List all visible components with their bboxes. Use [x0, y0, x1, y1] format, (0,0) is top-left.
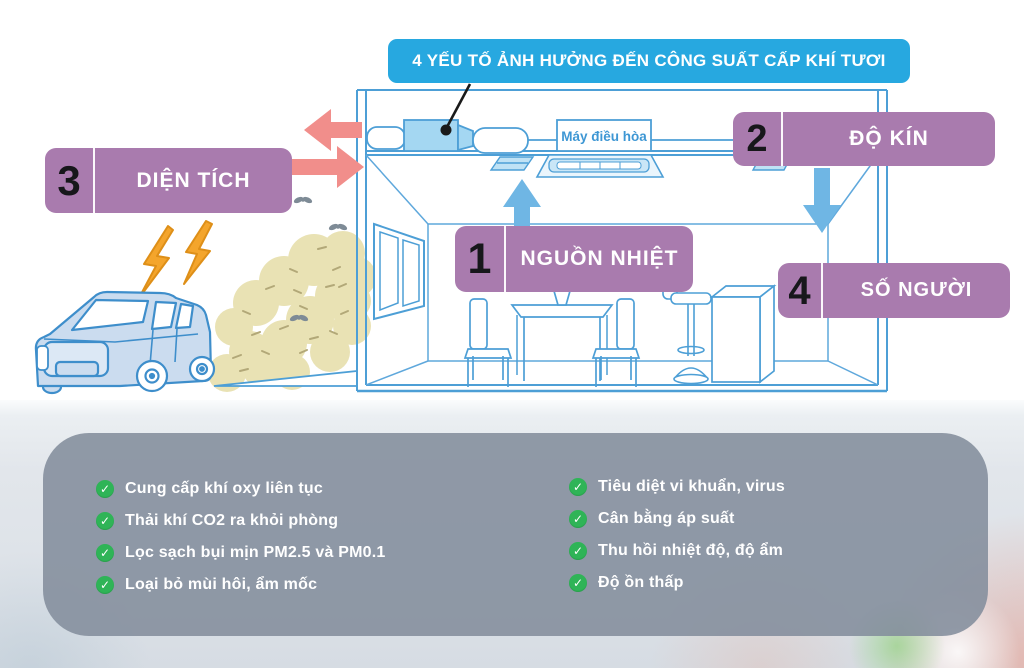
benefit-text: Cân bằng áp suất	[598, 510, 735, 527]
factor-label: ĐỘ KÍN	[849, 127, 929, 150]
check-icon: ✓	[569, 574, 587, 592]
benefit-item: ✓ Tiêu diệt vi khuẩn, virus	[569, 477, 785, 497]
factor-number: 2	[733, 112, 783, 166]
factor-area: 3 DIỆN TÍCH	[45, 148, 292, 213]
benefit-text: Cung cấp khí oxy liên tục	[125, 480, 323, 497]
benefits-column-right: ✓ Tiêu diệt vi khuẩn, virus ✓ Cân bằng á…	[569, 477, 785, 593]
benefit-text: Lọc sạch bụi mịn PM2.5 và PM0.1	[125, 544, 386, 561]
exhaust-smoke-icon	[208, 231, 376, 392]
title-pointer-line	[440, 83, 472, 136]
check-icon: ✓	[569, 478, 587, 496]
check-icon: ✓	[569, 542, 587, 560]
benefit-item: ✓ Thải khí CO2 ra khỏi phòng	[96, 511, 386, 531]
ac-unit-label: Máy điều hòa	[561, 129, 647, 144]
cabinet	[709, 284, 777, 384]
benefits-column-left: ✓ Cung cấp khí oxy liên tục ✓ Thải khí C…	[96, 479, 386, 595]
benefit-item: ✓ Độ ồn thấp	[569, 573, 785, 593]
bar-stool	[662, 281, 712, 385]
benefit-text: Độ ồn thấp	[598, 574, 684, 591]
benefits-band: ✓ Cung cấp khí oxy liên tục ✓ Thải khí C…	[0, 400, 1024, 668]
factor-number: 1	[455, 226, 506, 292]
dining-set	[463, 273, 641, 387]
fresh-air-unit-icon	[366, 119, 877, 154]
factor-label: NGUỒN NHIỆT	[520, 247, 679, 270]
factor-number: 3	[45, 148, 95, 213]
check-icon: ✓	[569, 510, 587, 528]
check-icon: ✓	[96, 480, 114, 498]
benefit-item: ✓ Cân bằng áp suất	[569, 509, 785, 529]
fly-icon	[289, 196, 348, 322]
air-leak-arrows-icon	[285, 109, 364, 188]
check-icon: ✓	[96, 576, 114, 594]
down-arrow-icon	[803, 168, 841, 233]
car-icon	[34, 290, 216, 395]
factor-label: DIỆN TÍCH	[136, 168, 251, 192]
benefit-item: ✓ Thu hồi nhiệt độ, độ ẩm	[569, 541, 785, 561]
benefit-item: ✓ Cung cấp khí oxy liên tục	[96, 479, 386, 499]
benefits-panel: ✓ Cung cấp khí oxy liên tục ✓ Thải khí C…	[43, 433, 988, 636]
factor-number: 4	[778, 263, 823, 318]
air-conditioner-cassette-icon	[535, 154, 665, 178]
factor-occupants: 4 SỐ NGƯỜI	[778, 263, 1010, 318]
factor-heat-source: 1 NGUỒN NHIỆT	[455, 226, 693, 292]
check-icon: ✓	[96, 544, 114, 562]
benefit-text: Loại bỏ mùi hôi, ẩm mốc	[125, 576, 318, 593]
benefit-item: ✓ Lọc sạch bụi mịn PM2.5 và PM0.1	[96, 543, 386, 563]
factor-airtightness: 2 ĐỘ KÍN	[733, 112, 995, 166]
lightning-icon	[138, 220, 213, 299]
up-arrow-icon	[503, 179, 541, 229]
room-diagram: Máy điều hòa	[34, 83, 888, 395]
check-icon: ✓	[96, 512, 114, 530]
benefit-text: Tiêu diệt vi khuẩn, virus	[598, 478, 785, 495]
benefit-text: Thải khí CO2 ra khỏi phòng	[125, 512, 339, 529]
factor-label: SỐ NGƯỜI	[860, 279, 973, 301]
ac-unit-label-box: Máy điều hòa	[556, 119, 652, 152]
benefit-item: ✓ Loại bỏ mùi hôi, ẩm mốc	[96, 575, 386, 595]
benefit-text: Thu hồi nhiệt độ, độ ẩm	[598, 542, 784, 559]
title-text: 4 YẾU TỐ ẢNH HƯỞNG ĐẾN CÔNG SUẤT CẤP KHÍ…	[412, 51, 886, 70]
title-banner: 4 YẾU TỐ ẢNH HƯỞNG ĐẾN CÔNG SUẤT CẤP KHÍ…	[388, 39, 910, 83]
window	[373, 222, 425, 321]
